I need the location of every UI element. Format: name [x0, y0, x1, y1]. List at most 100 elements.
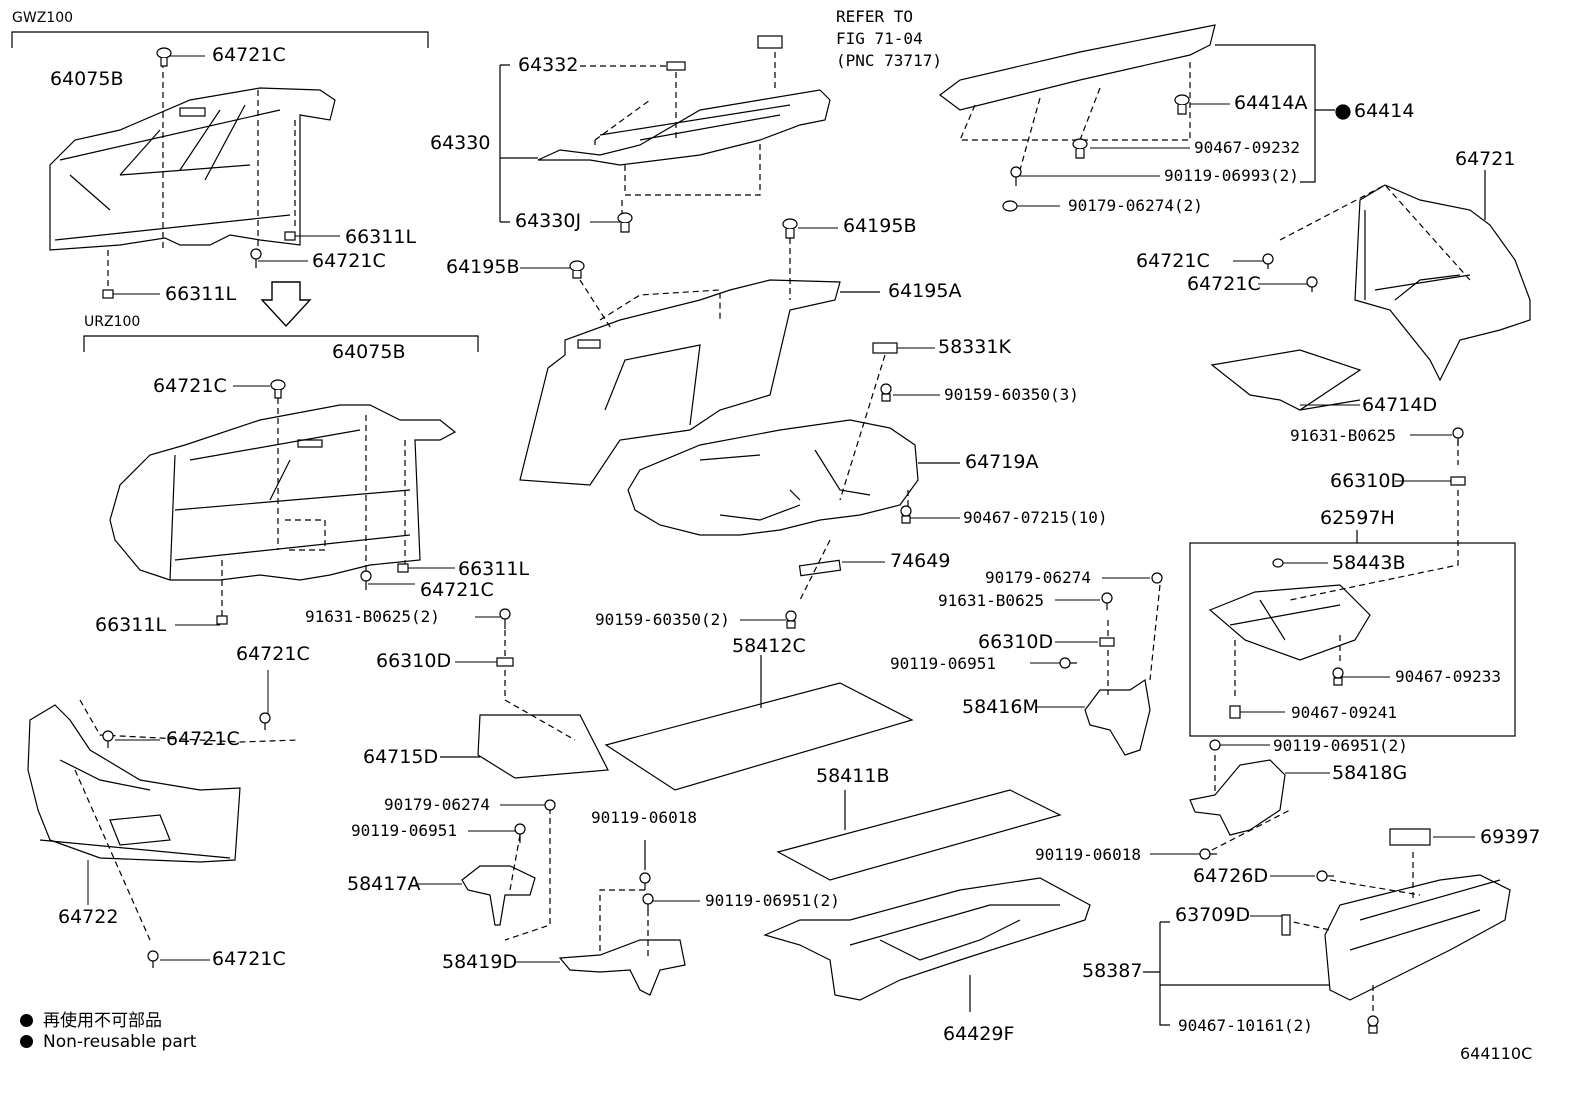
spoiler-64414 [939, 24, 1216, 111]
section-label-gwz100: GWZ100 [12, 10, 74, 26]
part-label[interactable]: 90119-06951(2) [705, 891, 840, 910]
board-58411B [776, 789, 1062, 881]
fasteners [102, 35, 1466, 1034]
part-label[interactable]: 64721C [166, 728, 240, 750]
legend-text-en: Non-reusable part [43, 1032, 197, 1052]
part-label[interactable]: 58418G [1332, 762, 1408, 784]
box-62597H [1189, 542, 1516, 737]
trunk-trim-gwz [49, 87, 336, 251]
divider-64195A [519, 279, 841, 486]
part-label[interactable]: 64429F [943, 1023, 1015, 1045]
part-label[interactable]: 64330J [515, 210, 582, 232]
part-label[interactable]: 64721C [212, 948, 286, 970]
part-label[interactable]: 64721 [1455, 148, 1516, 170]
clip-74649 [798, 559, 842, 577]
part-label[interactable]: 58331K [938, 336, 1011, 358]
part-label[interactable]: 64714D [1362, 394, 1438, 416]
part-label[interactable]: 90119-06951(2) [1273, 736, 1408, 755]
part-label[interactable]: 66310D [978, 631, 1054, 653]
side-trim-64722 [27, 704, 241, 863]
legend-dot-icon [20, 1014, 33, 1027]
part-label[interactable]: 90119-06018 [1035, 845, 1141, 864]
part-label[interactable]: 90179-06274(2) [1068, 196, 1203, 215]
legend-item-en: Non-reusable part [20, 1032, 196, 1052]
part-label[interactable]: 90119-06018 [591, 808, 697, 827]
part-label[interactable]: 64195B [843, 215, 917, 237]
part-label[interactable]: 69397 [1480, 826, 1541, 848]
part-label[interactable]: 66311L [458, 558, 530, 580]
part-label[interactable]: 90467-10161(2) [1178, 1016, 1313, 1035]
tray-58443B [1208, 584, 1371, 661]
part-label[interactable]: 63709D [1175, 904, 1251, 926]
part-label[interactable]: 90159-60350(2) [595, 610, 730, 629]
part-label[interactable]: 64721C [312, 250, 386, 272]
part-label[interactable]: 91631-B0625 [1290, 426, 1396, 445]
part-label[interactable]: 66311L [95, 614, 167, 636]
part-label[interactable]: 91631-B0625 [938, 591, 1044, 610]
part-label[interactable]: 58443B [1332, 552, 1406, 574]
refer-line-2: FIG 71-04 [836, 29, 923, 48]
side-trim-64721 [1354, 184, 1531, 382]
bracket-58417A [461, 865, 536, 926]
part-label[interactable]: 58387 [1082, 960, 1143, 982]
part-label[interactable]: 90179-06274 [384, 795, 490, 814]
part-label[interactable]: 64721C [236, 643, 310, 665]
bracket-58419D [558, 939, 686, 996]
bracket-58416M [1084, 678, 1151, 756]
part-label[interactable]: 58417A [347, 873, 421, 895]
part-label[interactable]: 64721C [153, 375, 227, 397]
part-label[interactable]: 66311L [165, 283, 237, 305]
tray-64429F [763, 877, 1091, 1001]
part-label[interactable]: 58411B [816, 765, 890, 787]
part-label[interactable]: 64721C [212, 44, 286, 66]
part-label[interactable]: 58419D [442, 951, 518, 973]
part-label[interactable]: 64721C [1187, 273, 1261, 295]
refer-line-1: REFER TO [836, 7, 914, 26]
part-label[interactable]: 62597H [1320, 507, 1395, 529]
part-label[interactable]: 64722 [58, 906, 119, 928]
part-label[interactable]: 66310D [376, 650, 452, 672]
legend-dot-icon [20, 1035, 33, 1048]
part-label[interactable]: 90179-06274 [985, 568, 1091, 587]
package-tray-64330 [537, 89, 831, 166]
part-label[interactable]: 58416M [962, 696, 1039, 718]
part-label[interactable]: 90119-06951 [890, 654, 996, 673]
trunk-trim-urz [109, 404, 457, 581]
figure-id: 644110C [1460, 1044, 1533, 1063]
part-label[interactable]: 90467-07215(10) [963, 508, 1108, 527]
bracket-58418G [1189, 759, 1286, 836]
part-label[interactable]: 90467-09241 [1291, 703, 1397, 722]
part-label[interactable]: 74649 [890, 550, 951, 572]
mat-64715D [477, 714, 609, 779]
refer-line-3: (PNC 73717) [836, 51, 942, 70]
part-label[interactable]: 90119-06993(2) [1164, 166, 1299, 185]
part-label[interactable]: 64414A [1234, 92, 1308, 114]
part-label[interactable]: 90467-09233 [1395, 667, 1501, 686]
part-label[interactable]: 64721C [420, 579, 494, 601]
part-label[interactable]: 64721C [1136, 250, 1210, 272]
part-label[interactable]: 64726D [1193, 865, 1269, 887]
part-label[interactable]: 64195A [888, 280, 962, 302]
part-label[interactable]: 58412C [732, 635, 806, 657]
part-label[interactable]: 64075B [332, 341, 406, 363]
part-label[interactable]: 64719A [965, 451, 1039, 473]
part-label[interactable]: 64195B [446, 256, 520, 278]
part-label[interactable]: 66310D [1330, 470, 1406, 492]
part-label[interactable]: 90159-60350(3) [944, 385, 1079, 404]
board-58412C [604, 682, 914, 791]
part-label[interactable]: 90119-06951 [351, 821, 457, 840]
part-label[interactable]: 64330 [430, 132, 491, 154]
non-reusable-marker [1335, 104, 1351, 120]
part-label[interactable]: 66311L [345, 226, 417, 248]
back-trim-58387 [1324, 874, 1511, 1001]
part-label[interactable]: 64414 [1354, 100, 1415, 122]
part-label[interactable]: 90467-09232 [1194, 138, 1300, 157]
part-label[interactable]: 64075B [50, 68, 124, 90]
legend-text-jp: 再使用不可部品 [43, 1011, 162, 1031]
part-label[interactable]: 64715D [363, 746, 439, 768]
part-label[interactable]: 64332 [518, 54, 579, 76]
part-label[interactable]: 91631-B0625(2) [305, 607, 440, 626]
section-label-urz100: URZ100 [84, 314, 141, 330]
